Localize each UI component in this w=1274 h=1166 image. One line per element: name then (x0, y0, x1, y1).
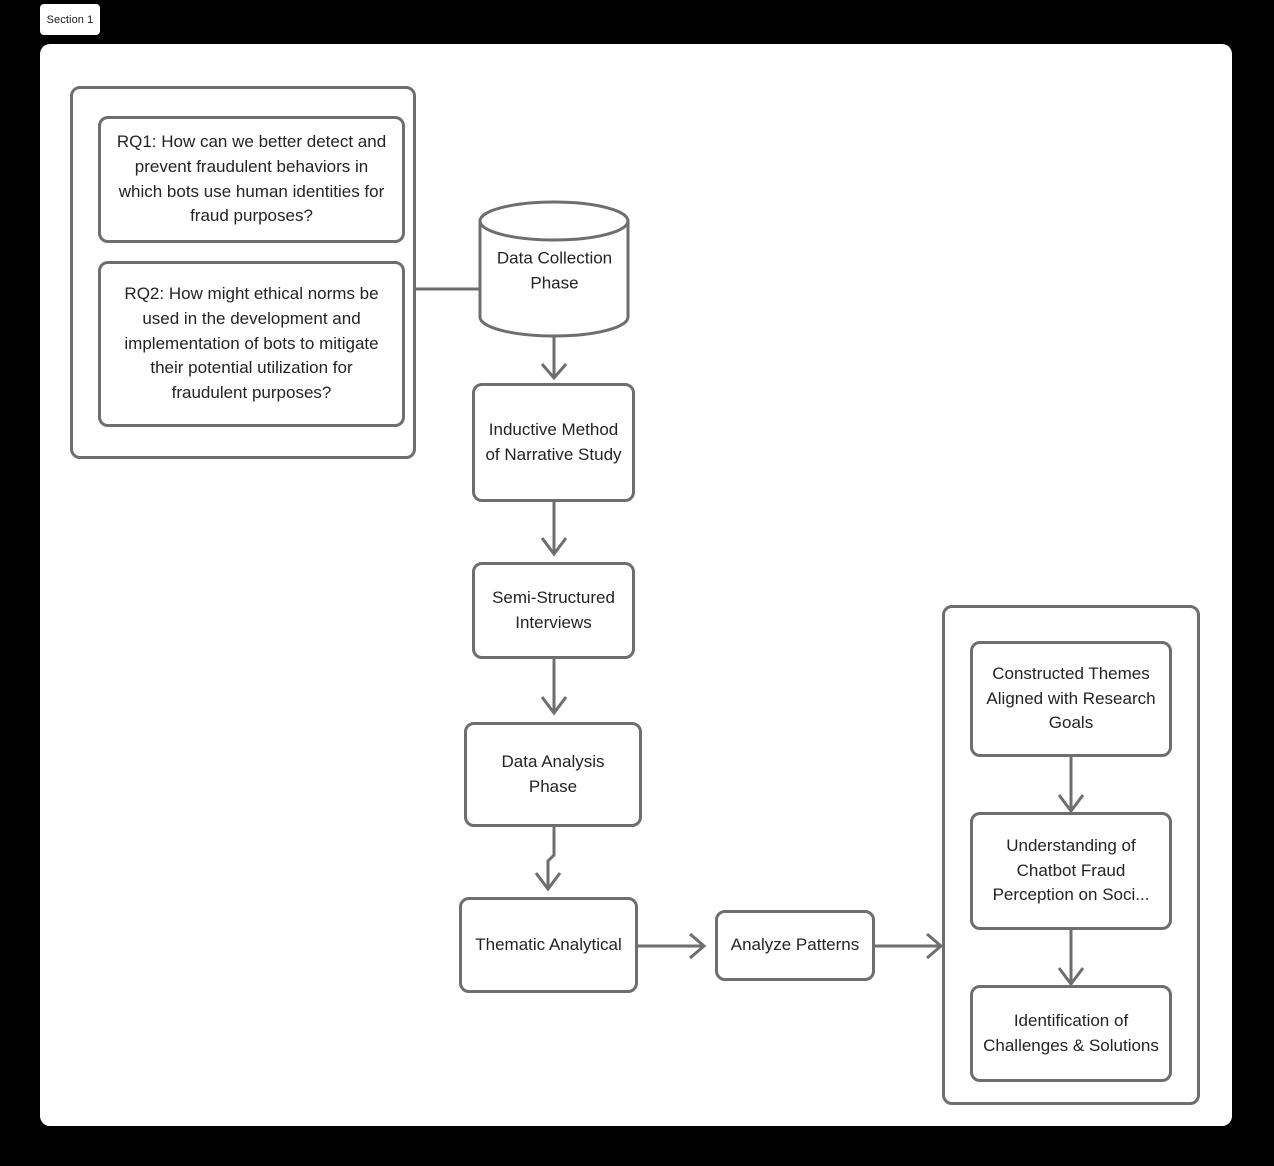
diagram-canvas[interactable]: RQ1: How can we better detect and preven… (40, 44, 1232, 1126)
edge-analyze-patterns-to-outcomes (873, 932, 944, 960)
node-challenges-solutions[interactable]: Identification of Challenges & Solutions (970, 985, 1172, 1082)
node-thematic-analytical[interactable]: Thematic Analytical (459, 897, 638, 993)
node-data-analysis-phase[interactable]: Data Analysis Phase (464, 722, 642, 827)
edge-data-collection-to-inductive (540, 336, 568, 381)
edge-data-analysis-to-thematic (534, 825, 562, 892)
edge-constructed-themes-to-perception (1057, 755, 1085, 814)
section-tab[interactable]: Section 1 (40, 4, 100, 35)
node-rq1[interactable]: RQ1: How can we better detect and preven… (98, 116, 405, 243)
node-analyze-patterns[interactable]: Analyze Patterns (715, 910, 875, 981)
node-constructed-themes[interactable]: Constructed Themes Aligned with Research… (970, 641, 1172, 757)
edge-interviews-to-data-analysis (540, 657, 568, 716)
node-inductive-method[interactable]: Inductive Method of Narrative Study (472, 383, 635, 502)
edge-thematic-to-analyze-patterns (636, 932, 707, 960)
node-chatbot-fraud-perception[interactable]: Understanding of Chatbot Fraud Perceptio… (970, 812, 1172, 930)
edge-inductive-to-interviews (540, 500, 568, 557)
node-rq2[interactable]: RQ2: How might ethical norms be used in … (98, 261, 405, 427)
edge-perception-to-challenges (1057, 928, 1085, 987)
node-semi-structured-interviews[interactable]: Semi-Structured Interviews (472, 562, 635, 659)
node-data-collection-phase[interactable]: Data Collection Phase (477, 199, 632, 339)
